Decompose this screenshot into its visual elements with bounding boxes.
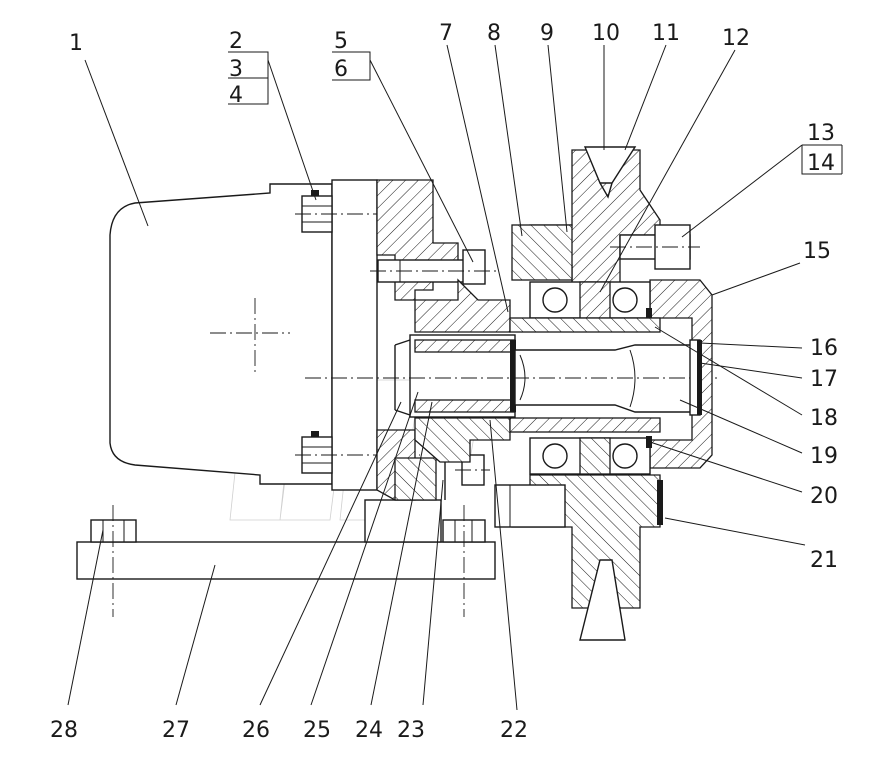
label-3: 3 — [229, 57, 243, 82]
shaft-sleeve — [394, 334, 516, 418]
label-7: 7 — [439, 21, 453, 46]
label-12: 12 — [722, 26, 750, 51]
part-numbers: 1 2 3 4 5 6 7 8 9 10 11 12 13 14 15 16 1… — [50, 21, 838, 743]
leader-lines — [67, 44, 843, 711]
bearing-top — [529, 281, 652, 320]
label-27: 27 — [162, 718, 190, 743]
base-bolt-right — [442, 505, 486, 617]
motor-body — [109, 179, 378, 491]
label-24: 24 — [355, 718, 383, 743]
lower-gear — [494, 474, 663, 641]
label-22: 22 — [500, 718, 528, 743]
label-8: 8 — [487, 21, 501, 46]
label-9: 9 — [540, 21, 554, 46]
label-2: 2 — [229, 29, 243, 54]
flange-bolt-top — [295, 190, 420, 233]
label-25: 25 — [303, 718, 331, 743]
label-13: 13 — [807, 121, 835, 146]
base-plate — [76, 458, 496, 580]
label-17: 17 — [810, 367, 838, 392]
label-10: 10 — [592, 21, 620, 46]
label-26: 26 — [242, 718, 270, 743]
pulley — [511, 146, 661, 286]
label-28: 28 — [50, 718, 78, 743]
label-16: 16 — [810, 336, 838, 361]
label-15: 15 — [803, 239, 831, 264]
cover-screw-top — [610, 224, 700, 270]
flange-bolt-bottom — [295, 431, 420, 474]
label-21: 21 — [810, 548, 838, 573]
label-14: 14 — [807, 151, 835, 176]
label-1: 1 — [69, 31, 83, 56]
label-6: 6 — [334, 57, 348, 82]
base-bolt-left — [90, 505, 137, 617]
inner-sleeve-top — [509, 317, 661, 433]
label-20: 20 — [810, 484, 838, 509]
label-23: 23 — [397, 718, 425, 743]
flange-screw — [370, 249, 500, 285]
label-19: 19 — [810, 444, 838, 469]
label-5: 5 — [334, 29, 348, 54]
label-11: 11 — [652, 21, 680, 46]
bearing-bottom — [529, 436, 652, 475]
label-4: 4 — [229, 83, 243, 108]
label-18: 18 — [810, 406, 838, 431]
hub-housing — [414, 278, 511, 463]
